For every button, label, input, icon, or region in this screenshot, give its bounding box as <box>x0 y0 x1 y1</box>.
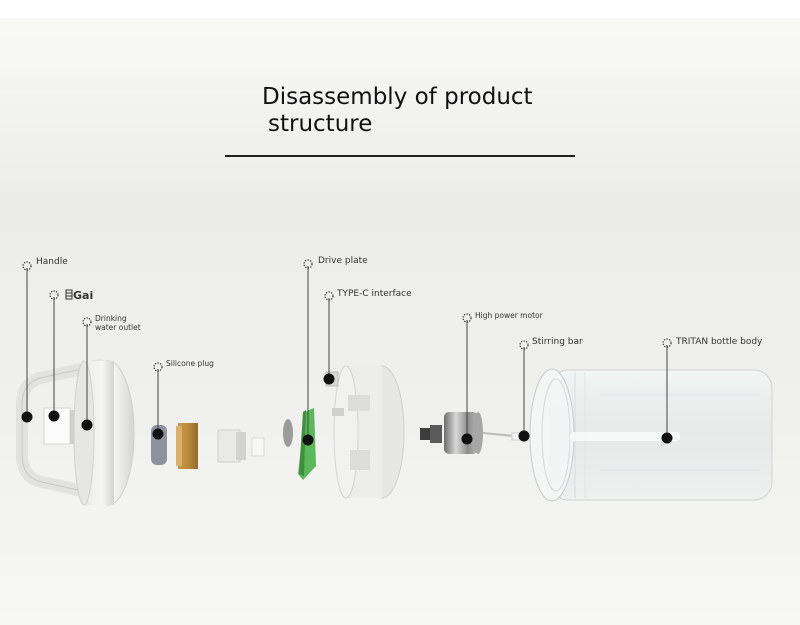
type-c-dotted-ring-icon <box>324 291 334 301</box>
handle-marker-dot <box>21 411 33 423</box>
top-band <box>0 0 800 18</box>
label-high-power-motor: High power motor <box>475 311 543 320</box>
label-drinking-line-2: water outlet <box>95 323 141 332</box>
plug-marker-dot <box>152 428 164 440</box>
type-c-marker-dot <box>323 373 335 385</box>
outlet-dotted-ring-icon <box>82 317 92 327</box>
small-disc-part <box>283 419 293 447</box>
label-type-c-interface: TYPE-C interface <box>337 289 412 299</box>
bottle-dotted-ring-icon <box>662 338 672 348</box>
bracket-parts <box>217 429 265 463</box>
outlet-marker-dot <box>81 419 93 431</box>
title-line-1: Disassembly of product <box>262 84 533 110</box>
stirring-bar-dotted-ring-icon <box>519 340 529 350</box>
stirring-bar-marker-dot <box>518 430 530 442</box>
label-tritan-bottle-body: TRITAN bottle body <box>676 337 763 347</box>
label-gai: Gai <box>73 289 94 302</box>
label-drinking-line-1: Drinking <box>95 314 127 323</box>
plug-dotted-ring-icon <box>153 362 163 372</box>
leader-lines <box>26 266 668 440</box>
drive-plate-marker-dot <box>302 434 314 446</box>
label-silicone-plug: Silicone plug <box>166 359 214 368</box>
label-drive-plate: Drive plate <box>318 256 368 266</box>
bottle-body-part <box>529 368 773 502</box>
gai-marker-dot <box>48 410 60 422</box>
gold-block-part <box>176 423 198 469</box>
bottle-marker-dot <box>661 432 673 444</box>
label-stirring-bar: Stirring bar <box>532 337 583 347</box>
drive-plate-dotted-ring-icon <box>303 259 313 269</box>
lid-glyph-icon <box>65 289 73 300</box>
handle-dotted-ring-icon <box>22 261 32 271</box>
motor-dotted-ring-icon <box>462 313 472 323</box>
label-handle: Handle <box>36 257 68 267</box>
gai-dotted-ring-icon <box>49 290 59 300</box>
label-drinking-water-outlet: Drinking water outlet <box>95 314 141 332</box>
page-title: Disassembly of product structure <box>262 84 622 138</box>
motor-marker-dot <box>461 433 473 445</box>
base-housing-part <box>325 365 405 499</box>
title-underline <box>225 155 575 157</box>
lid-part <box>73 360 135 506</box>
title-line-2: structure <box>268 111 373 137</box>
